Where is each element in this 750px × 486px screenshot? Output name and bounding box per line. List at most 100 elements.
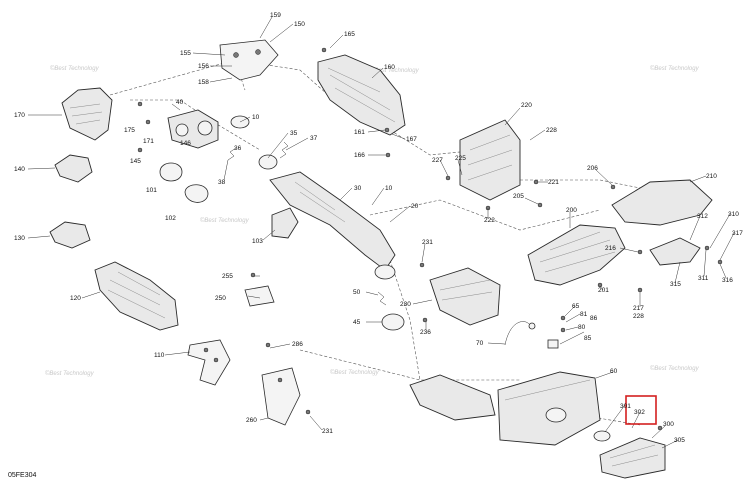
- label-161: 161: [354, 129, 365, 136]
- label-301: 301: [620, 403, 631, 410]
- label-260: 260: [246, 417, 257, 424]
- label-130: 130: [14, 235, 25, 242]
- heat-shield-220: [459, 119, 521, 201]
- label-150: 150: [294, 21, 305, 28]
- watermark: ©Best Technology: [330, 369, 380, 376]
- gasket-301: [593, 430, 611, 442]
- label-156: 156: [198, 63, 209, 70]
- tailpipe-300: [599, 437, 666, 479]
- label-205: 205: [513, 193, 524, 200]
- spring-37: [279, 141, 289, 159]
- heat-shield-120: [94, 261, 179, 331]
- label-37: 37: [310, 135, 318, 142]
- muffler-60: [497, 371, 601, 446]
- label-80: 80: [578, 324, 586, 331]
- label-110: 110: [154, 352, 165, 359]
- sensor-70: [504, 321, 559, 349]
- label-103: 103: [252, 238, 263, 245]
- label-38: 38: [218, 179, 226, 186]
- label-316: 316: [722, 277, 733, 284]
- label-217: 217: [633, 305, 644, 312]
- label-317: 317: [732, 230, 743, 237]
- bolts: [137, 47, 723, 431]
- label-85: 85: [584, 335, 592, 342]
- label-231a: 231: [422, 239, 433, 246]
- label-36: 36: [234, 145, 242, 152]
- leader-lines: [27, 16, 735, 449]
- label-206: 206: [587, 165, 598, 172]
- head-pipe-40: [167, 109, 219, 149]
- label-222: 222: [484, 217, 495, 224]
- highlight-box-302: [625, 395, 657, 425]
- label-311: 311: [698, 275, 709, 282]
- label-300: 300: [663, 421, 674, 428]
- heat-shield-140: [54, 154, 93, 183]
- label-305: 305: [674, 437, 685, 444]
- bracket-260: [261, 367, 301, 426]
- heat-shield-230: [429, 267, 501, 326]
- label-86: 86: [590, 315, 598, 322]
- label-10a: 10: [252, 114, 260, 121]
- watermark: ©Best Technology: [370, 67, 420, 74]
- label-231b: 231: [322, 428, 333, 435]
- label-102: 102: [165, 215, 176, 222]
- shield-315: [649, 237, 701, 266]
- label-60: 60: [610, 368, 618, 375]
- label-228b: 228: [633, 313, 644, 320]
- label-165: 165: [344, 31, 355, 38]
- label-227: 227: [432, 157, 443, 164]
- part-labels: 159 150 155 156 158 165 160 161 167 166 …: [14, 12, 743, 444]
- watermarks: ©Best Technology ©Best Technology ©Best …: [45, 65, 700, 377]
- label-302: 302: [634, 409, 645, 416]
- label-120: 120: [70, 295, 81, 302]
- label-236: 236: [420, 329, 431, 336]
- label-200: 200: [566, 207, 577, 214]
- label-20: 20: [411, 203, 419, 210]
- label-35: 35: [290, 130, 298, 137]
- spring-50: [377, 291, 387, 306]
- label-159: 159: [270, 12, 281, 19]
- label-170: 170: [14, 112, 25, 119]
- label-171: 171: [143, 138, 154, 145]
- heat-shield-200: [527, 224, 626, 286]
- label-310: 310: [728, 211, 739, 218]
- label-228a: 228: [546, 127, 557, 134]
- label-225: 225: [455, 155, 466, 162]
- heat-shield-130: [49, 221, 91, 249]
- heat-shield-160: [317, 54, 406, 136]
- bracket-250: [244, 285, 275, 307]
- diagram-code: 05FE304: [8, 472, 37, 479]
- shield-103: [271, 207, 299, 239]
- label-220: 220: [521, 102, 532, 109]
- label-45: 45: [353, 319, 361, 326]
- label-145: 145: [130, 158, 141, 165]
- ring-35: [258, 154, 278, 170]
- watermark: ©Best Technology: [650, 365, 700, 372]
- gasket-45: [381, 313, 405, 331]
- label-30: 30: [354, 185, 362, 192]
- watermark: ©Best Technology: [50, 65, 100, 72]
- watermark: ©Best Technology: [200, 217, 250, 224]
- label-255: 255: [222, 273, 233, 280]
- label-286: 286: [292, 341, 303, 348]
- label-216: 216: [605, 245, 616, 252]
- label-175: 175: [124, 127, 135, 134]
- label-65: 65: [572, 303, 580, 310]
- label-315: 315: [670, 281, 681, 288]
- label-70: 70: [476, 340, 484, 347]
- clamp-102: [184, 184, 209, 203]
- label-201: 201: [598, 287, 609, 294]
- label-210: 210: [706, 173, 717, 180]
- watermark: ©Best Technology: [650, 65, 700, 72]
- clamp-101: [159, 162, 183, 182]
- bracket-150: [219, 39, 279, 81]
- watermark: ©Best Technology: [45, 370, 95, 377]
- label-230: 230: [400, 301, 411, 308]
- spring-36: [227, 147, 237, 161]
- label-160: 160: [384, 64, 395, 71]
- label-158: 158: [198, 79, 209, 86]
- label-81: 81: [580, 311, 588, 318]
- label-101: 101: [146, 187, 157, 194]
